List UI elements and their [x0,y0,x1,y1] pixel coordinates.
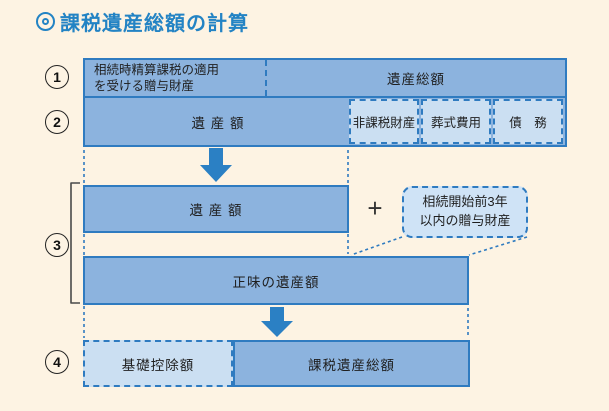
callout-gift-3years: 相続開始前3年 以内の贈与財産 [402,186,528,238]
step-4-badge: 4 [45,350,69,374]
step-3-badge: 3 [45,233,69,257]
box-basic-deduction: 基礎控除額 [83,340,233,387]
step-2-badge: 2 [45,110,69,134]
box-debts: 債 務 [493,99,563,144]
box-taxable-estate: 課税遺産総額 [233,340,470,387]
box-estate-row3: 遺 産 額 [83,185,349,233]
callout-line1: 相続開始前3年 [422,194,508,210]
box-total-estate: 遺産総額 [387,72,445,87]
callout-tail-left [350,236,403,256]
double-circle-icon-inner [42,18,49,25]
box-row2: 遺 産 額 非課税財産 葬式費用 債 務 [83,96,567,147]
row1-dashed-divider [265,60,267,96]
plus-sign: + [367,192,383,223]
double-circle-icon [36,12,55,31]
gift-assets-line2: を受ける贈与財産 [94,79,195,93]
box-net-estate: 正味の遺産額 [83,256,469,305]
page-title: 課税遺産総額の計算 [36,7,249,36]
down-arrow-1 [200,148,232,182]
box-estate-row2: 遺 産 額 [191,115,245,131]
box-gift-assets: 相続時精算課税の適用 を受ける贈与財産 [85,60,265,96]
box-nontaxable: 非課税財産 [349,99,419,144]
gift-assets-line1: 相続時精算課税の適用 [94,62,220,77]
step-1-badge: 1 [45,65,69,89]
box-funeral: 葬式費用 [421,99,491,144]
box-row1: 相続時精算課税の適用 を受ける贈与財産 遺産総額 [83,58,567,98]
down-arrow-2 [261,307,293,337]
page-title-text: 課税遺産総額の計算 [60,13,249,35]
callout-tail-right [468,236,528,256]
step-3-bracket [70,182,80,304]
callout-line2: 以内の贈与財産 [419,213,511,228]
